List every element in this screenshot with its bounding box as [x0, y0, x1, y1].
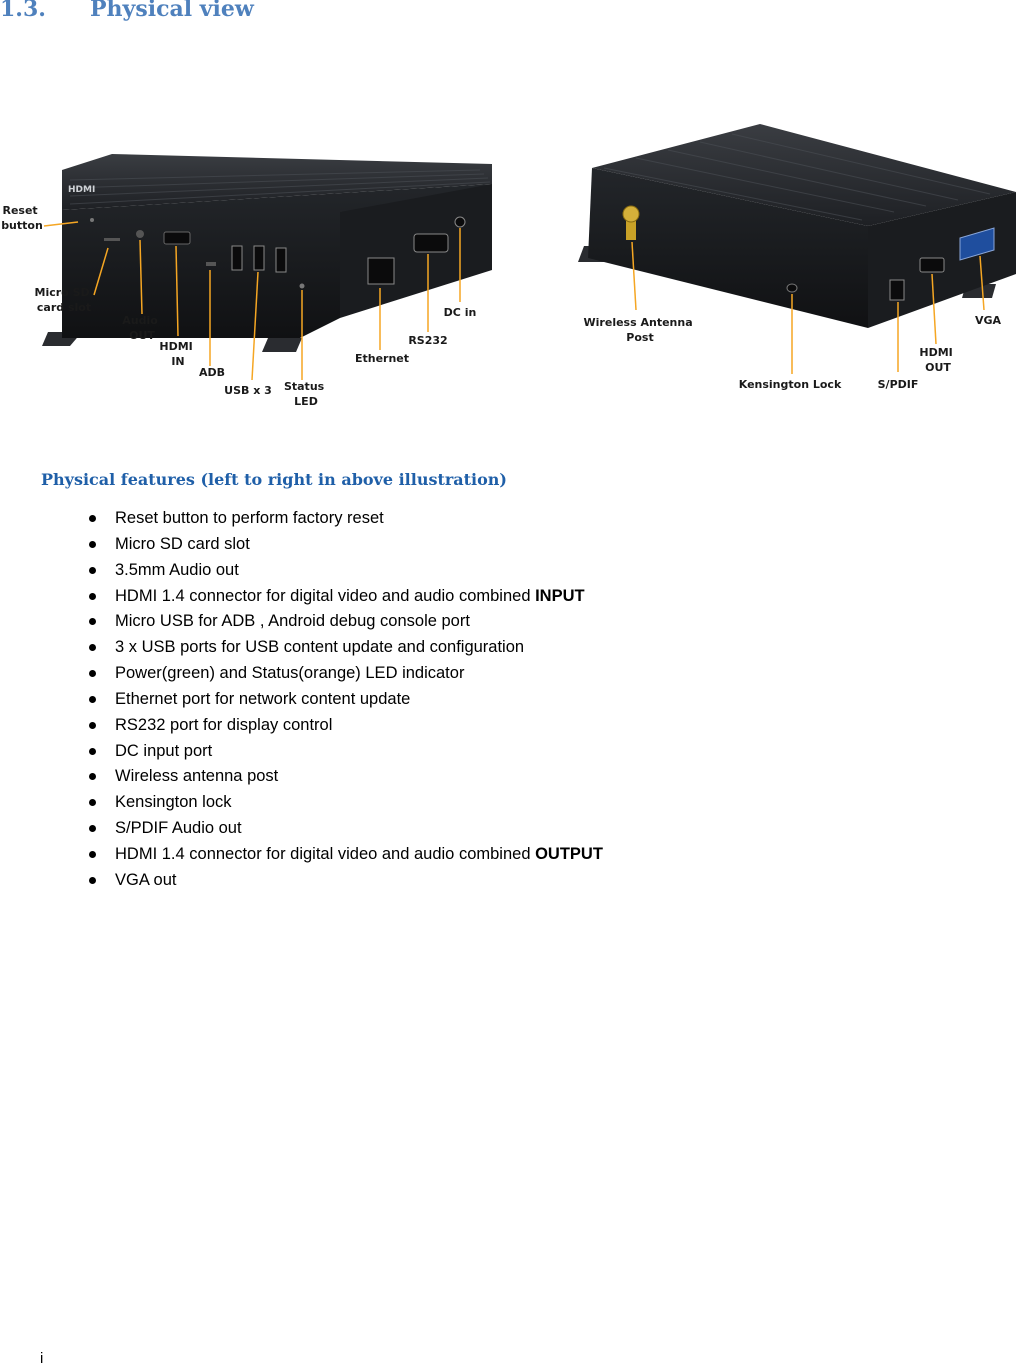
- bullet-icon: [89, 644, 96, 652]
- list-item: DC input port: [0, 739, 603, 765]
- bullet-icon: [89, 695, 96, 703]
- features-list: Reset button to perform factory reset Mi…: [0, 506, 603, 894]
- list-item: Micro SD card slot: [0, 532, 603, 558]
- device-rear-view: Wireless Antenna Post Kensington Lock S/…: [578, 124, 1016, 391]
- page-number: i: [40, 1350, 44, 1367]
- bullet-icon: [89, 850, 96, 858]
- physical-view-figure: HDMI: [0, 110, 1018, 430]
- list-item: Kensington lock: [0, 790, 603, 816]
- device-front-view: HDMI: [1, 154, 492, 408]
- bullet-icon: [89, 540, 96, 548]
- bullet-icon: [89, 566, 96, 574]
- list-item: Ethernet port for network content update: [0, 687, 603, 713]
- list-item: 3 x USB ports for USB content update and…: [0, 635, 603, 661]
- bullet-icon: [89, 825, 96, 833]
- callout-audio-out: Audio OUT: [122, 314, 161, 342]
- list-item: Wireless antenna post: [0, 764, 603, 790]
- features-heading: Physical features (left to right in abov…: [41, 470, 507, 489]
- list-item: Power(green) and Status(orange) LED indi…: [0, 661, 603, 687]
- device-top: [592, 124, 1016, 226]
- callout-vga: VGA: [975, 314, 1002, 327]
- list-item: Reset button to perform factory reset: [0, 506, 603, 532]
- section-number: 1.3.: [0, 0, 46, 22]
- callout-hdmi-in: HDMI IN: [159, 340, 196, 368]
- bullet-icon: [89, 876, 96, 884]
- callout-micro-sd-card-slot: Micro SD card slot: [35, 286, 94, 314]
- bullet-icon: [89, 592, 96, 600]
- list-item: S/PDIF Audio out: [0, 816, 603, 842]
- list-item: 3.5mm Audio out: [0, 558, 603, 584]
- list-item: Micro USB for ADB , Android debug consol…: [0, 609, 603, 635]
- list-item: HDMI 1.4 connector for digital video and…: [0, 584, 603, 610]
- device-rear-face: [588, 168, 868, 328]
- bullet-icon: [89, 747, 96, 755]
- bullet-icon: [89, 773, 96, 781]
- bullet-icon: [89, 618, 96, 626]
- callout-reset-button: Reset button: [1, 204, 43, 232]
- callout-spdif: S/PDIF: [878, 378, 919, 391]
- callout-status-led: Status LED: [284, 380, 328, 408]
- list-item: VGA out: [0, 868, 603, 894]
- callout-dc-in: DC in: [444, 306, 477, 319]
- callout-adb: ADB: [199, 366, 225, 379]
- bullet-icon: [89, 670, 96, 678]
- callout-rs232: RS232: [408, 334, 447, 347]
- callout-wireless-antenna-post: Wireless Antenna Post: [584, 316, 697, 344]
- callout-hdmi-out: HDMI OUT: [919, 346, 956, 374]
- bullet-icon: [89, 799, 96, 807]
- callout-usb-x-3: USB x 3: [224, 384, 272, 397]
- bullet-icon: [89, 721, 96, 729]
- device-top: [62, 154, 492, 210]
- list-item: HDMI 1.4 connector for digital video and…: [0, 842, 603, 868]
- callout-ethernet: Ethernet: [355, 352, 409, 365]
- bullet-icon: [89, 515, 96, 522]
- callout-kensington-lock: Kensington Lock: [739, 378, 842, 391]
- list-item: RS232 port for display control: [0, 713, 603, 739]
- device-brand-label: HDMI: [68, 185, 95, 195]
- section-title: Physical view: [90, 0, 254, 22]
